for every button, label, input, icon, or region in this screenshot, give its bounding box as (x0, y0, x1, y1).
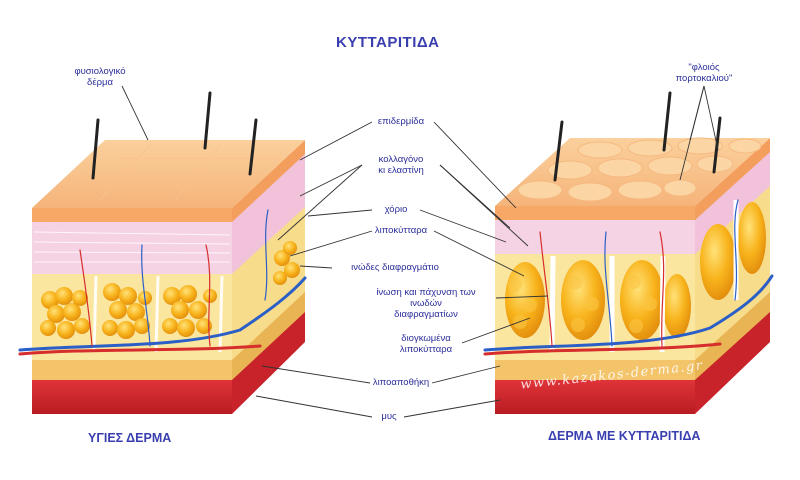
label-line: κολλαγόνο (378, 154, 424, 165)
caption-healthy-skin: ΥΓΙΕΣ ΔΕΡΜΑ (88, 431, 172, 445)
vessels (483, 199, 774, 356)
diagram-title: ΚΥΤΤΑΡΙΤΙΔΑ (336, 34, 440, 51)
muscle-layer-side (232, 310, 305, 414)
fibrous-septa (92, 275, 224, 353)
dermis-layer (495, 218, 695, 254)
label-line: φυσιολογικό (74, 66, 126, 77)
label-line: πορτοκαλιού" (675, 73, 733, 84)
label-fibrosis: ίνωση και πάχυνση των ινωδών διαφραγματί… (356, 287, 496, 320)
epidermis-side (695, 138, 770, 220)
epidermis-side (232, 140, 305, 222)
epidermis-layer (32, 208, 232, 222)
label-line: ινωδών (410, 298, 442, 309)
label-line: διαφραγματίων (394, 309, 458, 320)
collagen-fibers (33, 231, 231, 263)
orange-peel-bumps (517, 137, 762, 202)
dermis-layer (32, 220, 232, 274)
label-line: δέρμα (87, 77, 113, 88)
hairs (91, 91, 258, 180)
epidermis-layer (495, 206, 695, 220)
caption-cellulite-skin: ΔΕΡΜΑ ΜΕ ΚΥΤΤΑΡΙΤΙΔΑ (548, 429, 701, 443)
muscle-layer-front (495, 378, 695, 414)
fat-storage-side (695, 290, 770, 380)
enlarged-fat-cells (505, 202, 766, 340)
label-line: "φλοιός (688, 62, 720, 73)
label-muscle: μυς (381, 411, 397, 422)
label-adipocytes: λιποκύτταρα (374, 225, 428, 236)
muscle-layer-side (695, 310, 770, 414)
healthy-skin-block (18, 91, 307, 414)
label-line: λιποκύτταρα (399, 344, 453, 355)
skin-surface (32, 140, 305, 208)
surface-texture (80, 144, 280, 201)
label-enlarged-adipocytes: διογκωμένα λιποκύτταρα (388, 333, 464, 355)
label-line: διογκωμένα (401, 333, 451, 344)
fat-cells (40, 241, 300, 339)
vessels (18, 209, 307, 356)
leader-lines (121, 85, 719, 418)
fat-storage-layer (495, 358, 695, 380)
cellulite-skin-block (483, 91, 774, 414)
label-fat-storage: λιποαποθήκη (372, 377, 430, 388)
label-physiological-skin: φυσιολογικό δέρμα (60, 66, 140, 88)
dermis-side (232, 152, 305, 274)
muscle-layer-front (32, 378, 232, 414)
fat-storage-layer (32, 358, 232, 380)
label-collagen: κολλαγόνο κι ελαστίνη (356, 154, 446, 176)
label-line: ίνωση και πάχυνση των (376, 287, 476, 298)
label-dermis: χόριο (384, 204, 408, 215)
label-line: κι ελαστίνη (378, 165, 424, 176)
fat-storage-side (232, 290, 305, 380)
label-fibrous-septa: ινώδες διαφραγμάτιο (351, 262, 439, 273)
label-orange-peel: "φλοιός πορτοκαλιού" (664, 62, 744, 84)
label-epidermis: επιδερμίδα (377, 116, 425, 127)
